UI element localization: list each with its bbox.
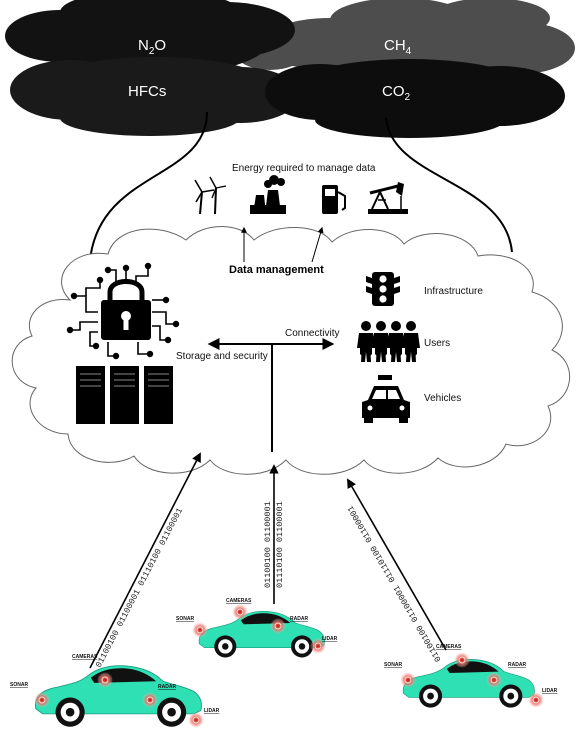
storage-label: Storage and security — [176, 351, 268, 362]
cloud-dark-top-left — [5, 0, 295, 76]
camera-sensor — [232, 604, 248, 620]
taxi-icon — [362, 375, 410, 423]
lidar-label: LIDAR — [204, 708, 220, 714]
camera-sensor — [97, 672, 113, 688]
car-right: CAMERAS RADAR SONAR LIDAR — [384, 644, 558, 708]
uplink-left-arrow — [89, 452, 201, 669]
sonar-sensor — [400, 672, 416, 688]
cameras-label: CAMERAS — [226, 598, 252, 604]
traffic-light-icon — [366, 272, 400, 306]
infrastructure-label: Infrastructure — [424, 286, 483, 297]
emission-clouds: N2O CH4 HFCs CO2 — [5, 0, 575, 138]
wind-turbine-icon — [194, 176, 227, 215]
connectivity-label: Connectivity — [285, 328, 339, 339]
emission-link-right — [385, 117, 513, 253]
radar-sensor — [270, 618, 286, 634]
vehicles-label: Vehicles — [424, 393, 461, 404]
lidar-sensor — [528, 692, 544, 708]
oil-pump-icon — [368, 182, 408, 214]
cameras-label: CAMERAS — [72, 654, 98, 660]
uplink-right-arrow — [347, 478, 447, 651]
cloud-dark-bottom-left — [10, 57, 300, 136]
sonar-label: SONAR — [10, 682, 28, 688]
data-management-label: Data management — [229, 264, 324, 276]
radar-label: RADAR — [158, 684, 176, 690]
co2-label: CO2 — [382, 83, 411, 103]
radar-sensor — [486, 672, 502, 688]
energy-label: Energy required to manage data — [232, 163, 376, 174]
radar-label: RADAR — [508, 662, 526, 668]
users-label: Users — [424, 338, 450, 349]
car-left: CAMERAS RADAR SONAR LIDAR — [10, 654, 220, 728]
sonar-sensor — [34, 692, 50, 708]
lock-circuit-icon — [66, 262, 180, 360]
binary-stream-middle-line1: 01100100 01100001 — [263, 501, 273, 588]
radar-sensor — [142, 692, 158, 708]
sonar-label: SONAR — [384, 662, 402, 668]
fuel-pump-icon — [322, 185, 346, 214]
camera-sensor — [454, 652, 470, 668]
cloud-dark-bottom-right — [265, 59, 565, 138]
ch4-label: CH4 — [384, 37, 412, 57]
power-plant-icon — [250, 175, 286, 214]
emission-link-left — [89, 111, 208, 261]
server-rack-icon — [76, 366, 173, 424]
n2o-label: N2O — [138, 37, 166, 57]
binary-stream-right: 01100100 01100001 01110100 01100001 — [346, 504, 444, 664]
binary-stream-left: 01100100 01100001 01110100 01100001 — [94, 506, 185, 669]
cameras-label: CAMERAS — [436, 644, 462, 650]
binary-stream-middle-line2: 01110100 01100001 — [275, 501, 285, 588]
data-management-arrow-right — [311, 226, 324, 263]
lidar-sensor — [188, 712, 204, 728]
cloud-gray — [235, 0, 575, 77]
sonar-sensor — [192, 622, 208, 638]
lidar-label: LIDAR — [322, 636, 338, 642]
car-middle: CAMERAS RADAR SONAR LIDAR — [176, 598, 338, 658]
hfcs-label: HFCs — [128, 83, 166, 100]
lidar-label: LIDAR — [542, 688, 558, 694]
radar-label: RADAR — [290, 616, 308, 622]
sonar-label: SONAR — [176, 616, 194, 622]
